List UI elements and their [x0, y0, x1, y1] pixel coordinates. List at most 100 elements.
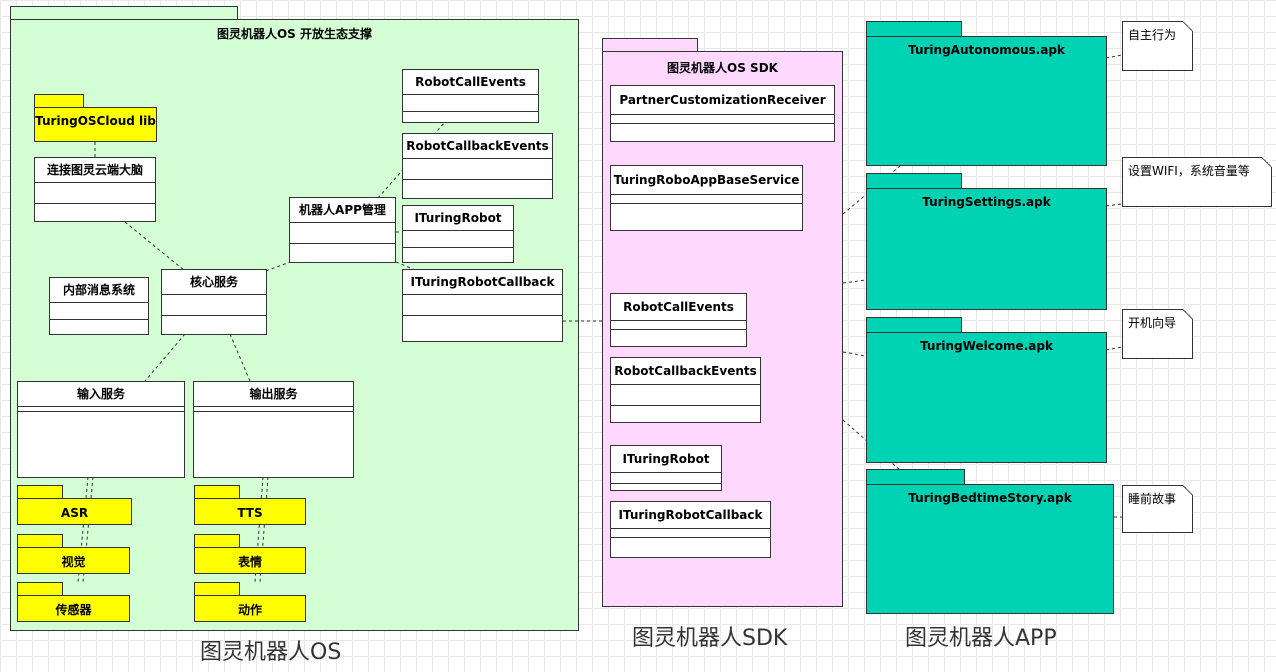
- class-section: [611, 529, 770, 538]
- class-input-service-name: 输入服务: [18, 382, 184, 407]
- input-package-sensor: 传感器: [17, 595, 130, 622]
- output-package-expression-label: 表情: [237, 555, 262, 569]
- input-package-vision-label: 视觉: [61, 555, 86, 569]
- note-fold: [1183, 309, 1193, 319]
- class-section: [403, 295, 562, 316]
- class-section: [162, 295, 266, 316]
- class-sdk-robot-callback-events[interactable]: RobotCallbackEvents: [610, 357, 761, 423]
- class-app-manager[interactable]: 机器人APP管理: [289, 197, 396, 263]
- class-os-ituring-robot-name: ITuringRobot: [403, 206, 513, 231]
- apk-autonomous-title: TuringAutonomous.apk: [908, 43, 1065, 57]
- class-section: [611, 195, 802, 204]
- class-os-ituring-robot[interactable]: ITuringRobot: [402, 205, 514, 263]
- input-package-sensor-label: 传感器: [55, 603, 92, 617]
- apk-welcome-tab: [866, 317, 962, 333]
- apk-autonomous-tab: [866, 21, 962, 37]
- apk-bedtime-story[interactable]: TuringBedtimeStory.apk: [866, 484, 1114, 614]
- note-fold: [1183, 21, 1193, 31]
- caption-os: 图灵机器人OS: [200, 640, 342, 665]
- apk-settings-tab: [866, 173, 962, 189]
- class-connect-cloud-name: 连接图灵云端大脑: [35, 158, 155, 183]
- note-welcome: 开机向导: [1122, 309, 1193, 359]
- class-base-service[interactable]: TuringRoboAppBaseService: [610, 165, 803, 231]
- output-package-action-label: 动作: [237, 603, 262, 617]
- class-connect-cloud[interactable]: 连接图灵云端大脑: [34, 157, 156, 222]
- apk-settings-title: TuringSettings.apk: [922, 195, 1051, 209]
- apk-settings[interactable]: TuringSettings.apk: [866, 188, 1107, 310]
- os-package-title: 图灵机器人OS 开放生态支撑: [216, 27, 373, 41]
- class-internal-msg[interactable]: 内部消息系统: [49, 277, 149, 335]
- class-section: [35, 183, 155, 204]
- output-package-tts-label: TTS: [237, 506, 263, 520]
- output-package-tab: [194, 534, 240, 548]
- note-settings-text: 设置WIFI，系统音量等: [1128, 164, 1250, 178]
- input-package-vision: 视觉: [17, 547, 130, 574]
- class-sdk-ituring-robot-callback[interactable]: ITuringRobotCallback: [610, 501, 771, 558]
- note-fold: [1262, 157, 1272, 167]
- class-core-service[interactable]: 核心服务: [161, 269, 267, 335]
- note-autonomous-text: 自主行为: [1128, 28, 1177, 42]
- note-autonomous: 自主行为: [1122, 21, 1193, 71]
- class-base-service-name: TuringRoboAppBaseService: [611, 166, 802, 195]
- class-section: [403, 159, 552, 180]
- output-package-action: 动作: [194, 595, 306, 622]
- cloud-lib-label: TuringOSCloud lib: [35, 114, 156, 128]
- class-section: [50, 303, 148, 320]
- class-os-robot-call-events[interactable]: RobotCallEvents: [402, 69, 539, 123]
- apk-bedtime-story-title: TuringBedtimeStory.apk: [908, 491, 1072, 505]
- class-os-ituring-robot-callback[interactable]: ITuringRobotCallback: [402, 269, 563, 342]
- apk-welcome-title: TuringWelcome.apk: [920, 339, 1053, 353]
- class-os-robot-call-events-name: RobotCallEvents: [403, 70, 538, 95]
- cloud-lib-package: TuringOSCloud lib: [34, 107, 157, 142]
- class-sdk-robot-call-events[interactable]: RobotCallEvents: [610, 293, 747, 347]
- output-package-tab: [194, 582, 240, 596]
- note-settings: 设置WIFI，系统音量等: [1122, 157, 1272, 207]
- class-sdk-robot-call-events-name: RobotCallEvents: [611, 294, 746, 321]
- apk-bedtime-tab: [866, 469, 965, 485]
- class-sdk-ituring-robot-name: ITuringRobot: [611, 446, 721, 473]
- class-input-service[interactable]: 输入服务: [17, 381, 185, 478]
- class-section: [611, 321, 746, 330]
- class-section: [403, 95, 538, 112]
- class-section: [194, 407, 353, 412]
- note-bedtime-text: 睡前故事: [1128, 492, 1177, 506]
- class-section: [18, 407, 184, 412]
- input-package-asr: ASR: [17, 498, 132, 525]
- class-sdk-robot-callback-events-name: RobotCallbackEvents: [611, 358, 760, 385]
- output-package-tab: [194, 485, 240, 499]
- caption-apps: 图灵机器人APP: [905, 626, 1057, 651]
- apk-welcome[interactable]: TuringWelcome.apk: [866, 332, 1107, 463]
- class-partner-receiver[interactable]: PartnerCustomizationReceiver: [610, 85, 835, 142]
- class-output-service-name: 输出服务: [194, 382, 353, 407]
- class-app-manager-name: 机器人APP管理: [290, 198, 395, 223]
- class-section: [611, 473, 721, 484]
- class-section: [611, 115, 834, 124]
- class-sdk-ituring-robot-callback-name: ITuringRobotCallback: [611, 502, 770, 529]
- note-bedtime: 睡前故事: [1122, 485, 1193, 533]
- class-output-service[interactable]: 输出服务: [193, 381, 354, 478]
- input-package-asr-label: ASR: [60, 506, 89, 520]
- note-fold: [1183, 485, 1193, 495]
- sdk-package-tab: [602, 38, 698, 52]
- apk-autonomous[interactable]: TuringAutonomous.apk: [866, 36, 1107, 166]
- class-section: [290, 223, 395, 244]
- os-package-tab: [10, 6, 238, 20]
- class-os-robot-callback-events-name: RobotCallbackEvents: [403, 134, 552, 159]
- output-package-expression: 表情: [194, 547, 306, 574]
- class-core-service-name: 核心服务: [162, 270, 266, 295]
- class-sdk-ituring-robot[interactable]: ITuringRobot: [610, 445, 722, 491]
- class-section: [611, 385, 760, 406]
- class-os-ituring-robot-callback-name: ITuringRobotCallback: [403, 270, 562, 295]
- class-section: [403, 231, 513, 248]
- output-package-tts: TTS: [194, 498, 306, 525]
- sdk-package-title: 图灵机器人OS SDK: [667, 61, 778, 75]
- class-os-robot-callback-events[interactable]: RobotCallbackEvents: [402, 133, 553, 199]
- note-welcome-text: 开机向导: [1128, 316, 1177, 330]
- input-package-tab: [17, 534, 63, 548]
- class-partner-receiver-name: PartnerCustomizationReceiver: [611, 86, 834, 115]
- caption-sdk: 图灵机器人SDK: [632, 626, 788, 651]
- class-internal-msg-name: 内部消息系统: [50, 278, 148, 303]
- input-package-tab: [17, 485, 63, 499]
- cloud-lib-package-tab: [34, 94, 84, 108]
- input-package-tab: [17, 582, 63, 596]
